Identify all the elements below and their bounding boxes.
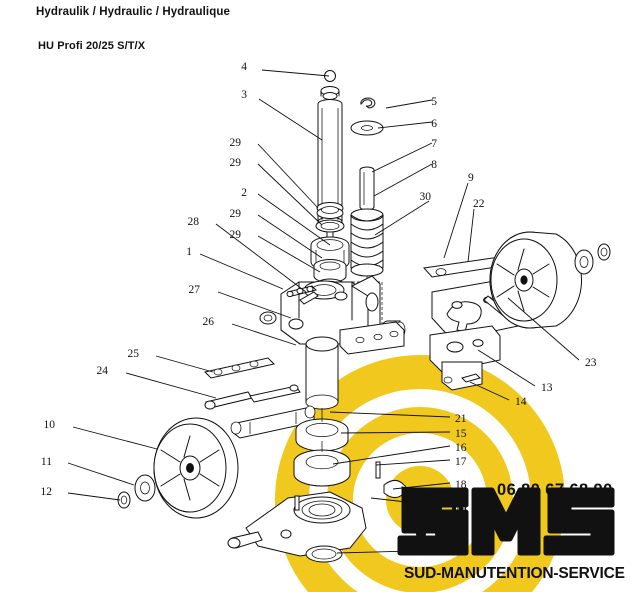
callout-number-8: 8: [431, 159, 437, 171]
callout-number-1: 1: [186, 246, 192, 258]
leader-line-29: [257, 143, 319, 209]
leader-line-5: [385, 99, 433, 109]
leader-line-21: [329, 411, 451, 418]
callout-number-14: 14: [515, 396, 527, 408]
page-title: Hydraulik / Hydraulic / Hydraulique: [36, 6, 230, 18]
callout-number-17: 17: [455, 456, 467, 468]
callout-number-23: 23: [585, 357, 597, 369]
leader-line-12: [67, 492, 121, 501]
callout-number-29: 29: [230, 157, 242, 169]
callout-number-29: 29: [230, 137, 242, 149]
callout-number-29: 29: [230, 229, 242, 241]
sms-wordmark: [397, 487, 615, 556]
callout-number-18: 18: [455, 479, 467, 491]
part-lower-yoke: [227, 461, 413, 563]
callout-number-26: 26: [203, 316, 215, 328]
leader-line-4: [261, 69, 330, 77]
leader-line-29: [257, 235, 321, 273]
callout-number-29: 29: [230, 208, 242, 220]
callout-number-11: 11: [41, 456, 52, 468]
callout-number-27: 27: [189, 284, 201, 296]
part-pin-rod-set: [204, 357, 301, 410]
callout-number-5: 5: [431, 96, 437, 108]
callout-number-22: 22: [473, 198, 485, 210]
part-right-wheel: [489, 231, 611, 329]
leader-line-17: [375, 459, 451, 466]
callout-number-2: 2: [241, 187, 247, 199]
callout-number-3: 3: [241, 89, 247, 101]
callout-number-30: 30: [420, 191, 432, 203]
part-main-pump-body: [259, 275, 405, 410]
leader-line-14: [469, 381, 510, 401]
callout-number-16: 16: [455, 442, 467, 454]
callout-number-6: 6: [431, 118, 437, 130]
model-designation: HU Profi 20/25 S/T/X: [38, 40, 146, 52]
leader-line-2: [257, 193, 331, 246]
leader-line-11: [67, 462, 135, 486]
part-left-wheel: [117, 417, 239, 519]
leader-line-24: [125, 372, 217, 399]
leader-line-23: [507, 297, 580, 361]
callout-number-21: 21: [455, 413, 467, 425]
part-coil-spring: [350, 208, 384, 277]
part-ball-knob: [320, 70, 340, 100]
callout-number-7: 7: [431, 138, 437, 150]
leader-line-9: [443, 182, 469, 259]
callout-number-12: 12: [41, 486, 53, 498]
callout-number-13: 13: [541, 382, 553, 394]
leader-line-29: [257, 163, 323, 226]
callout-number-9: 9: [468, 172, 474, 184]
callout-number-25: 25: [128, 348, 140, 360]
leader-line-28: [215, 223, 307, 293]
leader-line-22: [467, 208, 475, 263]
callout-number-28: 28: [188, 216, 200, 228]
leader-line-13: [477, 349, 536, 387]
leader-line-8: [373, 163, 433, 197]
callout-number-4: 4: [241, 61, 247, 73]
callout-number-24: 24: [97, 365, 109, 377]
leader-line-7: [371, 142, 433, 173]
leader-line-16: [332, 445, 451, 465]
leader-line-3: [258, 98, 323, 141]
leader-line-25: [155, 355, 214, 373]
leader-line-15: [340, 431, 451, 434]
callout-number-10: 10: [44, 419, 56, 431]
leader-line-30: [374, 200, 430, 236]
company-tagline: SUD-MANUTENTION-SERVICE: [404, 565, 625, 582]
leader-line-27: [217, 291, 292, 319]
part-bearing-stack: [293, 408, 351, 487]
leader-line-1: [199, 253, 284, 290]
leader-line-26: [231, 323, 297, 346]
leader-line-29: [257, 214, 323, 259]
callout-number-15: 15: [455, 428, 467, 440]
leader-line-10: [72, 426, 158, 450]
leader-line-6: [377, 121, 433, 129]
